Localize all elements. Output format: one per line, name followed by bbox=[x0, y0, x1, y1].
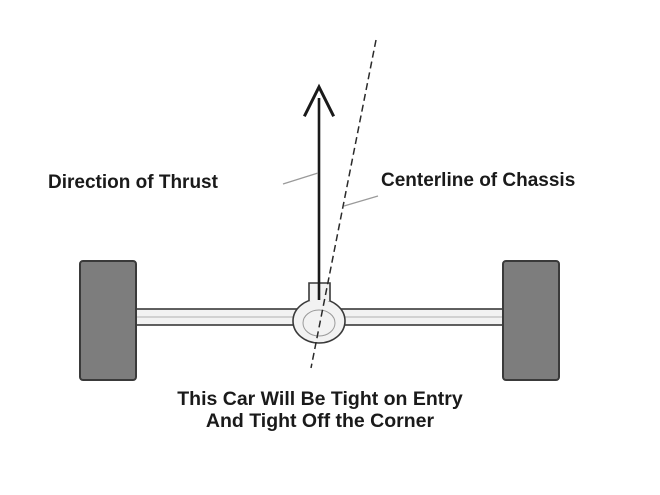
thrust-label: Direction of Thrust bbox=[48, 172, 218, 193]
diagram-caption: This Car Will Be Tight on Entry And Tigh… bbox=[130, 388, 510, 432]
thrust-arrow-head bbox=[302, 83, 336, 118]
differential-cover-ring bbox=[302, 309, 336, 337]
left-tire bbox=[79, 260, 137, 381]
centerline-leader-line bbox=[343, 195, 379, 207]
chassis-centerline bbox=[310, 39, 377, 369]
centerline-label: Centerline of Chassis bbox=[381, 170, 576, 191]
caption-line-2: And Tight Off the Corner bbox=[205, 410, 435, 432]
thrust-leader-line bbox=[282, 172, 319, 185]
right-tire bbox=[502, 260, 560, 381]
caption-line-1: This Car Will Be Tight on Entry bbox=[177, 388, 463, 410]
